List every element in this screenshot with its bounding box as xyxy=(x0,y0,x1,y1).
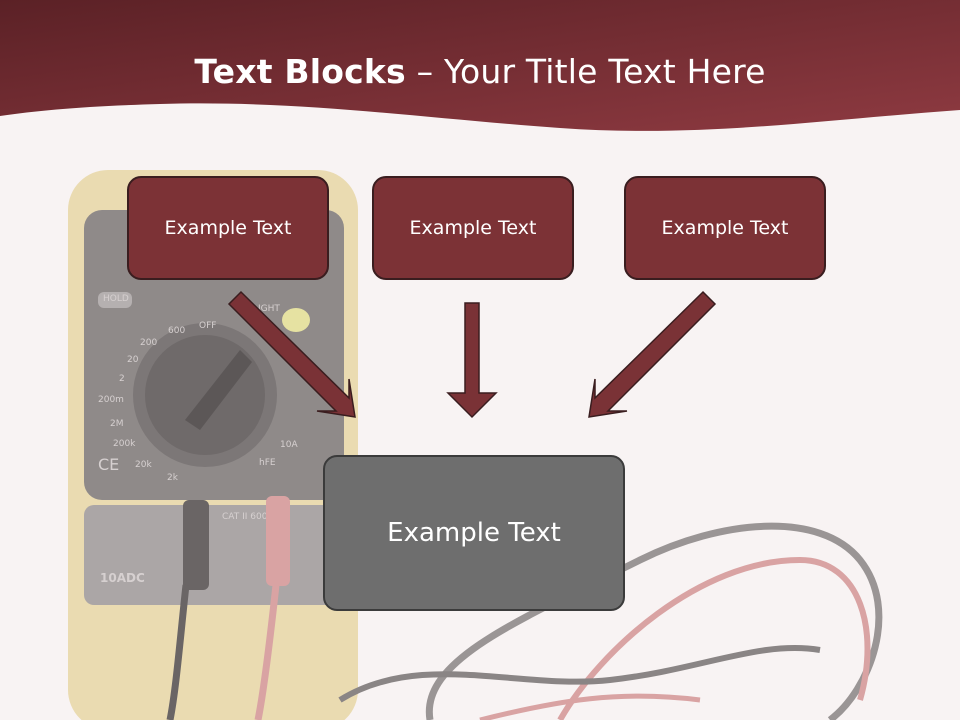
meter-label: LIGHT xyxy=(253,304,280,314)
meter-label: CAT II 600V xyxy=(222,512,274,522)
meter-label: CE xyxy=(98,455,119,474)
slide-title: Text Blocks – Your Title Text Here xyxy=(0,52,960,91)
meter-label: 20 xyxy=(127,355,139,365)
meter-label: 200k xyxy=(113,439,136,449)
meter-label: 2M xyxy=(110,419,124,429)
meter-label: hFE xyxy=(259,458,276,468)
center-text-block[interactable]: Example Text xyxy=(323,455,625,611)
meter-label: 20k xyxy=(135,460,152,470)
meter-label: 2k xyxy=(167,473,179,483)
meter-label: 2 xyxy=(119,374,125,384)
title-bold-text: Text Blocks xyxy=(194,52,406,91)
text-block-label: Example Text xyxy=(164,217,292,239)
center-text-block-label: Example Text xyxy=(387,518,561,548)
meter-label: 10A xyxy=(280,440,298,450)
text-block-label: Example Text xyxy=(409,217,537,239)
meter-label: OFF xyxy=(199,321,216,331)
text-block-3[interactable]: Example Text xyxy=(624,176,826,280)
meter-label: 600 xyxy=(168,326,185,336)
text-block-1[interactable]: Example Text xyxy=(127,176,329,280)
meter-label: HOLD xyxy=(103,294,129,304)
meter-label: 10ADC xyxy=(100,571,145,585)
meter-label: 200m xyxy=(98,395,124,405)
title-rest-text: – Your Title Text Here xyxy=(405,52,766,91)
header-band xyxy=(0,0,960,131)
meter-label: 200 xyxy=(140,338,157,348)
text-block-label: Example Text xyxy=(661,217,789,239)
text-block-2[interactable]: Example Text xyxy=(372,176,574,280)
